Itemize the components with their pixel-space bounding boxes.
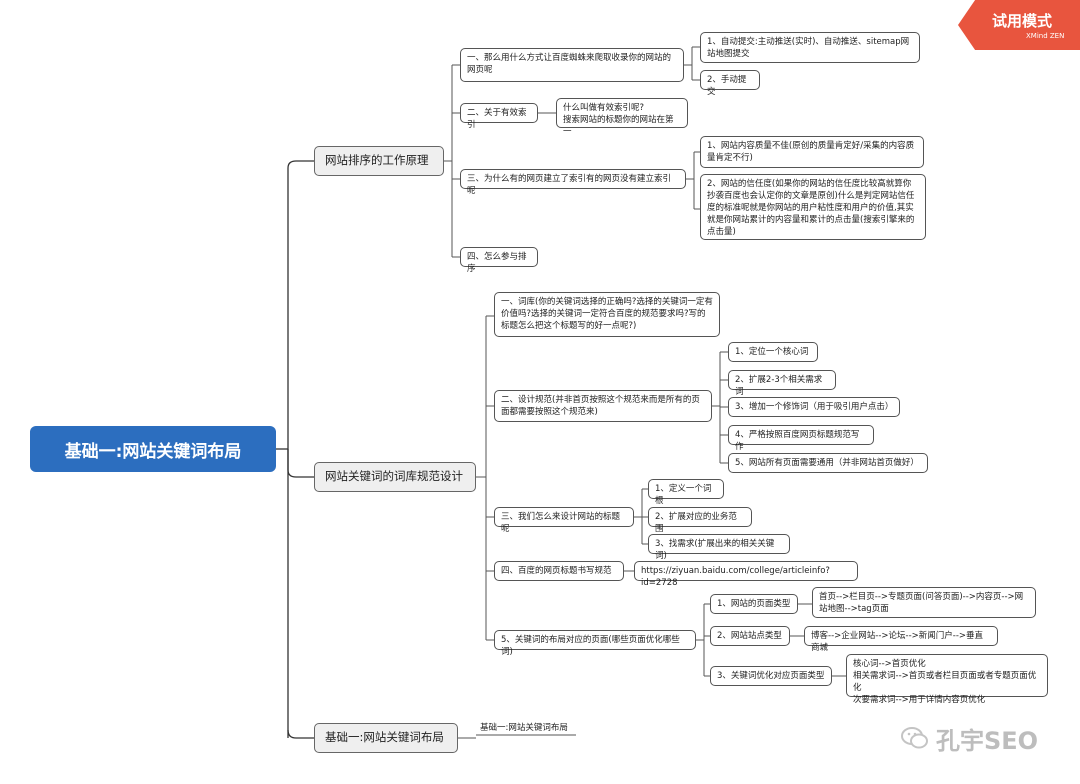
topic-index-question-label: 三、为什么有的网页建立了索引有的网页没有建立索引呢: [467, 174, 672, 196]
spec-item-3[interactable]: 3、增加一个修饰词（用于吸引用户点击）: [728, 397, 900, 417]
keyword-page-detail[interactable]: 核心词-->首页优化 相关需求词-->首页或者栏目页面或者专题页面优化 次要需求…: [846, 654, 1048, 705]
topic-keyword-library-label: 一、词库(你的关键词选择的正确吗?选择的关键词一定有价值吗?选择的关键词一定符合…: [501, 297, 713, 331]
topic-content-quality-label: 1、网站内容质量不佳(原创的质量肯定好/采集的内容质量肯定不行): [707, 141, 915, 163]
topic-design-spec-label: 二、设计规范(并非首页按照这个规范来而是所有的页面都需要按照这个规范来): [501, 395, 700, 417]
topic-title-standard-label: 四、百度的网页标题书写规范: [501, 566, 612, 576]
topic-title-design[interactable]: 三、我们怎么来设计网站的标题呢: [494, 507, 634, 534]
spec-item-5-label: 5、网站所有页面需要通用（并非网站首页做好）: [735, 458, 919, 468]
topic-title-design-label: 三、我们怎么来设计网站的标题呢: [501, 512, 621, 534]
topic-valid-index-answer[interactable]: 什么叫做有效索引呢? 搜索网站的标题你的网站在第一: [556, 98, 688, 137]
title-item-1-label: 1、定义一个词根: [655, 484, 712, 506]
site-type-node[interactable]: 2、网站站点类型: [710, 626, 790, 646]
branch-ranking-principle[interactable]: 网站排序的工作原理: [314, 146, 444, 176]
title-item-3-label: 3、找需求(扩展出来的相关关键词): [655, 539, 775, 561]
topic-design-spec[interactable]: 二、设计规范(并非首页按照这个规范来而是所有的页面都需要按照这个规范来): [494, 390, 712, 422]
topic-valid-index[interactable]: 二、关于有效索引: [460, 103, 538, 130]
title-item-2[interactable]: 2、扩展对应的业务范围: [648, 507, 752, 534]
keyword-page-node[interactable]: 3、关键词优化对应页面类型: [710, 666, 832, 686]
page-type-detail-label: 首页-->栏目页-->专题页面(问答页面)-->内容页-->网站地图-->tag…: [819, 592, 1024, 614]
topic-valid-index-label: 二、关于有效索引: [467, 108, 527, 130]
spec-item-1[interactable]: 1、定位一个核心词: [728, 342, 818, 362]
topic-page-layout-label: 5、关键词的布局对应的页面(哪些页面优化哪些词): [501, 635, 680, 657]
topic-auto-submit[interactable]: 1、自动提交:主动推送(实时)、自动推送、sitemap网站地图提交: [700, 32, 920, 63]
topic-keyword-library[interactable]: 一、词库(你的关键词选择的正确吗?选择的关键词一定有价值吗?选择的关键词一定符合…: [494, 292, 720, 337]
watermark: 孔宇SEO: [900, 720, 1060, 756]
watermark-text: 孔宇SEO: [936, 726, 1039, 755]
spec-item-2-label: 2、扩展2-3个相关需求词: [735, 375, 823, 397]
branch-keyword-library-label: 网站关键词的词库规范设计: [325, 469, 463, 483]
root-topic-label: 基础一:网站关键词布局: [64, 441, 242, 462]
trial-mode-label: 试用模式: [992, 12, 1053, 30]
xmind-brand-label: XMind ZEN: [1026, 32, 1065, 40]
topic-crawl-question-label: 一、那么用什么方式让百度蜘蛛来爬取收录你的网站的网页呢: [467, 53, 672, 75]
branch-keyword-library[interactable]: 网站关键词的词库规范设计: [314, 462, 476, 492]
page-type-detail[interactable]: 首页-->栏目页-->专题页面(问答页面)-->内容页-->网站地图-->tag…: [812, 587, 1036, 618]
trial-mode-badge[interactable]: 试用模式 XMind ZEN: [958, 0, 1080, 50]
page-type-node[interactable]: 1、网站的页面类型: [710, 594, 798, 614]
root-topic[interactable]: 基础一:网站关键词布局: [30, 426, 276, 472]
title-item-2-label: 2、扩展对应的业务范围: [655, 512, 737, 534]
keyword-page-node-label: 3、关键词优化对应页面类型: [717, 671, 825, 681]
topic-title-standard[interactable]: 四、百度的网页标题书写规范: [494, 561, 624, 581]
spec-item-1-label: 1、定位一个核心词: [735, 347, 809, 357]
page-type-node-label: 1、网站的页面类型: [717, 599, 791, 609]
topic-manual-submit[interactable]: 2、手动提交: [700, 70, 760, 97]
topic-manual-submit-label: 2、手动提交: [707, 75, 747, 97]
title-item-1[interactable]: 1、定义一个词根: [648, 479, 724, 506]
spec-item-3-label: 3、增加一个修饰词（用于吸引用户点击）: [735, 402, 894, 412]
topic-auto-submit-label: 1、自动提交:主动推送(实时)、自动推送、sitemap网站地图提交: [707, 37, 910, 59]
spec-item-5[interactable]: 5、网站所有页面需要通用（并非网站首页做好）: [728, 453, 928, 473]
title-item-3[interactable]: 3、找需求(扩展出来的相关关键词): [648, 534, 790, 561]
topic-site-trust[interactable]: 2、网站的信任度(如果你的网站的信任度比较高就算你抄袭百度也会认定你的文章是原创…: [700, 174, 926, 240]
topic-join-ranking-label: 四、怎么参与排序: [467, 252, 527, 274]
title-standard-link-label: https://ziyuan.baidu.com/college/article…: [641, 566, 830, 588]
topic-site-trust-label: 2、网站的信任度(如果你的网站的信任度比较高就算你抄袭百度也会认定你的文章是原创…: [707, 179, 915, 237]
site-type-node-label: 2、网站站点类型: [717, 631, 782, 641]
branch-keyword-layout-label: 基础一:网站关键词布局: [325, 730, 444, 744]
spec-item-4[interactable]: 4、严格按照百度网页标题规范写作: [728, 425, 874, 452]
topic-crawl-question[interactable]: 一、那么用什么方式让百度蜘蛛来爬取收录你的网站的网页呢: [460, 48, 684, 82]
keyword-page-detail-label: 核心词-->首页优化 相关需求词-->首页或者栏目页面或者专题页面优化 次要需求…: [853, 659, 1037, 705]
spec-item-4-label: 4、严格按照百度网页标题规范写作: [735, 430, 860, 452]
topic-content-quality[interactable]: 1、网站内容质量不佳(原创的质量肯定好/采集的内容质量肯定不行): [700, 136, 924, 168]
topic-valid-index-answer-label: 什么叫做有效索引呢? 搜索网站的标题你的网站在第一: [563, 103, 674, 137]
branch-keyword-layout[interactable]: 基础一:网站关键词布局: [314, 723, 458, 753]
keyword-layout-note[interactable]: 基础一:网站关键词布局: [480, 722, 568, 734]
site-type-detail-label: 博客-->企业网站-->论坛-->新闻门户-->垂直商城: [811, 631, 984, 653]
spec-item-2[interactable]: 2、扩展2-3个相关需求词: [728, 370, 836, 397]
branch-ranking-principle-label: 网站排序的工作原理: [325, 153, 429, 167]
wechat-icon: [901, 727, 928, 749]
title-standard-link[interactable]: https://ziyuan.baidu.com/college/article…: [634, 561, 858, 588]
topic-join-ranking[interactable]: 四、怎么参与排序: [460, 247, 538, 274]
topic-index-question[interactable]: 三、为什么有的网页建立了索引有的网页没有建立索引呢: [460, 169, 686, 196]
keyword-layout-note-label: 基础一:网站关键词布局: [480, 723, 568, 733]
site-type-detail[interactable]: 博客-->企业网站-->论坛-->新闻门户-->垂直商城: [804, 626, 998, 653]
topic-page-layout[interactable]: 5、关键词的布局对应的页面(哪些页面优化哪些词): [494, 630, 696, 657]
